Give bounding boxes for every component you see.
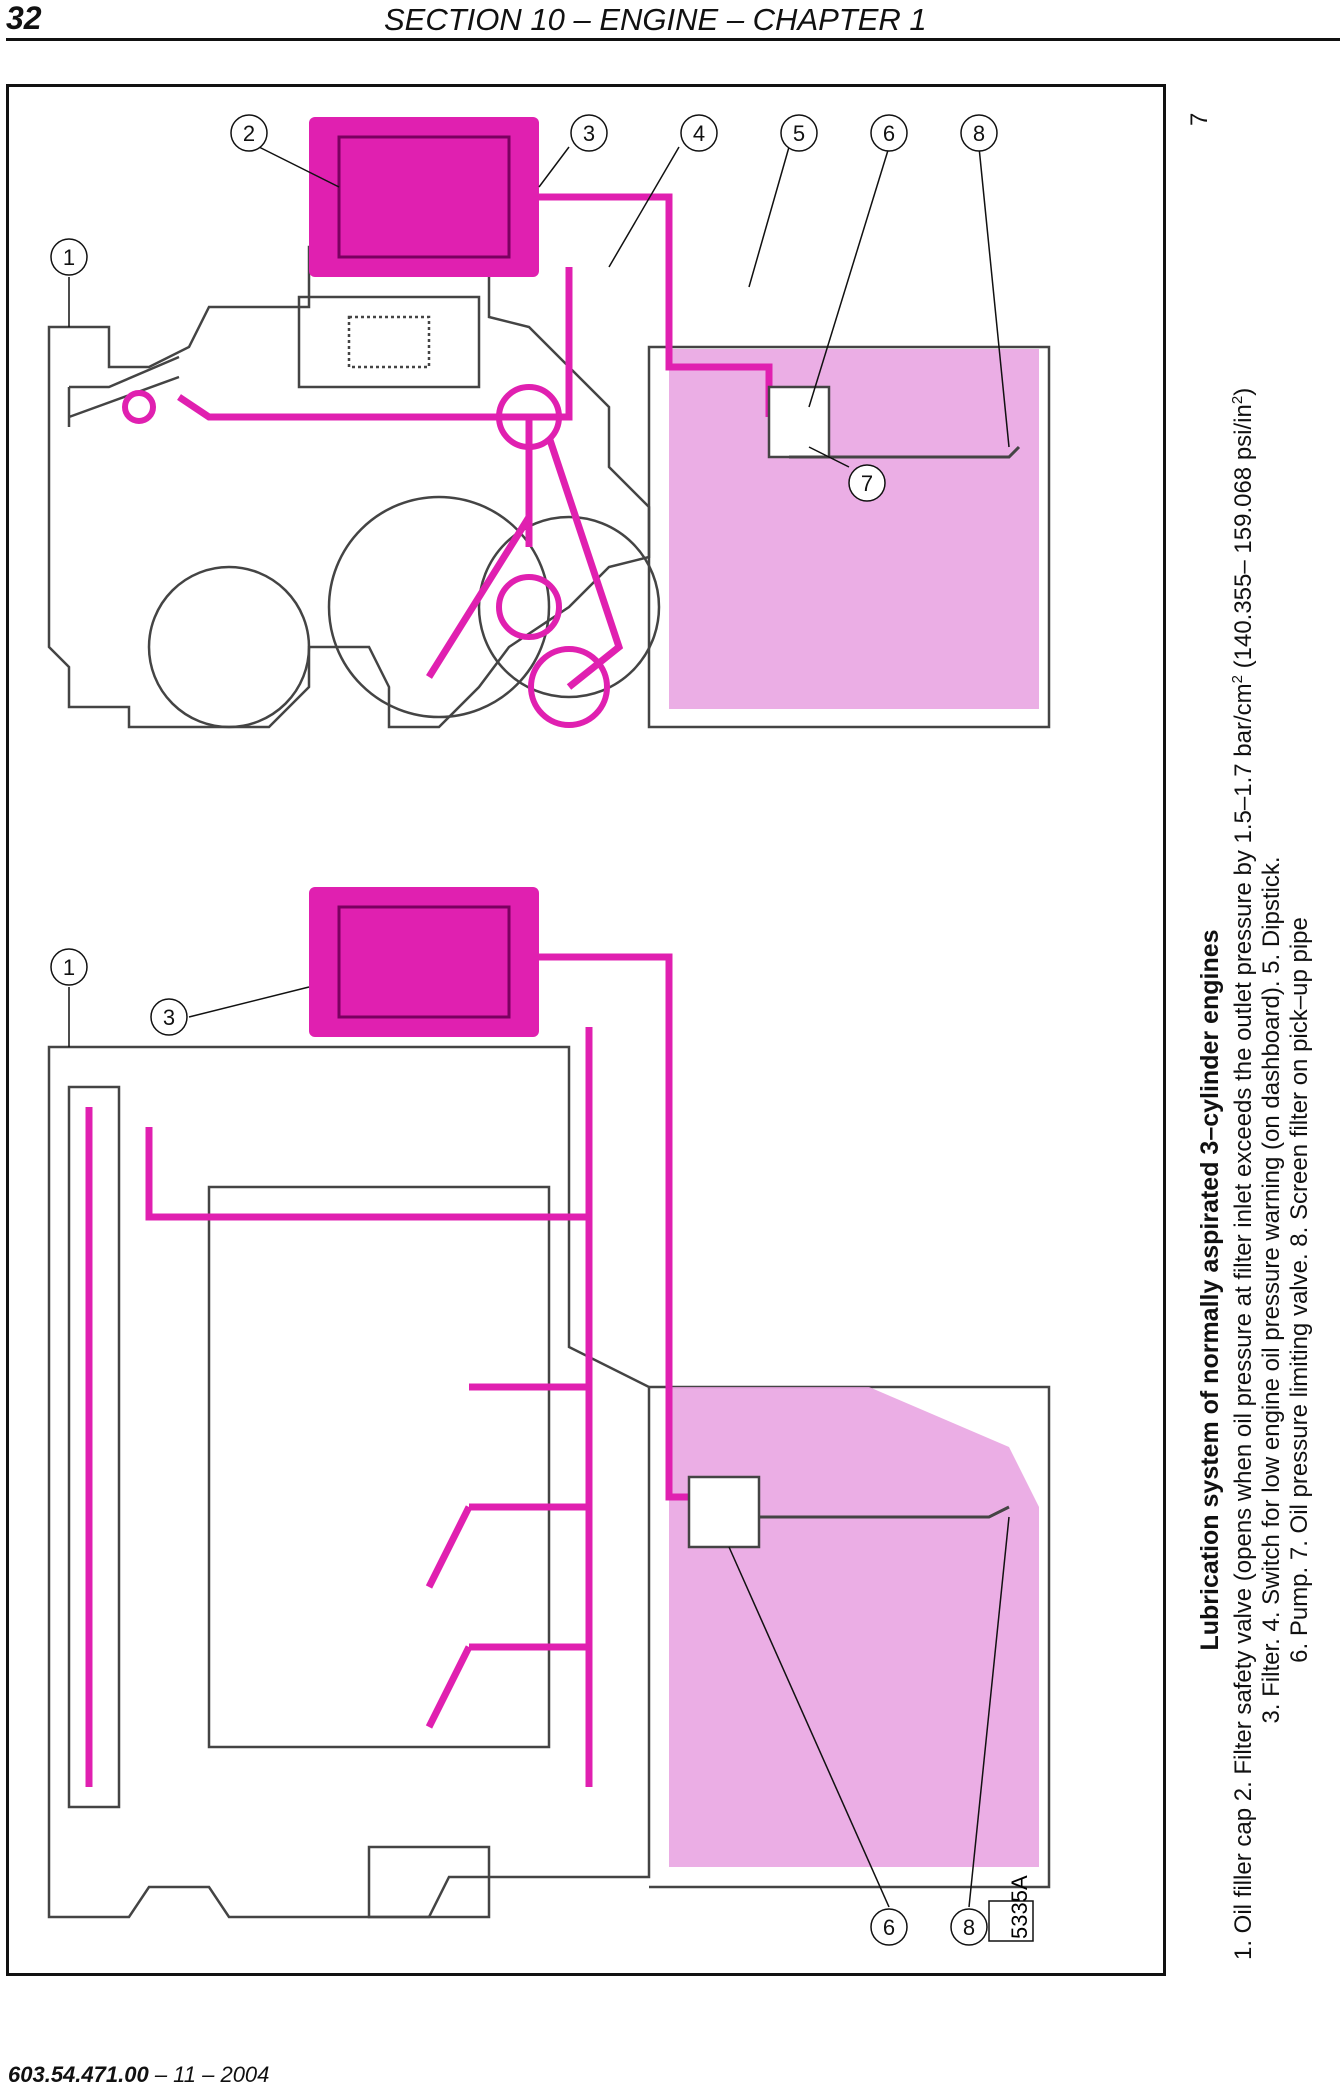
callout-label: 7 xyxy=(861,471,873,496)
oil-pump-upper xyxy=(767,385,831,459)
filter-upper-element xyxy=(337,135,511,259)
caption-superscript: 2 xyxy=(1229,675,1246,684)
caption-line-1-text: ) xyxy=(1230,387,1257,396)
callout-7: 7 xyxy=(808,446,886,502)
rocker-shaft-housing xyxy=(67,1085,121,1809)
callout-3-lower: 3 xyxy=(150,986,310,1036)
sump-oil-upper xyxy=(669,349,1039,709)
image-code-box xyxy=(988,1900,1034,1942)
pickup-upper xyxy=(789,445,1021,459)
pump-core xyxy=(347,315,431,369)
callout-label: 1 xyxy=(63,245,75,270)
callout-label: 6 xyxy=(883,121,895,146)
callout-8-lower: 8 xyxy=(950,1516,1010,1946)
callout-label: 8 xyxy=(963,1915,975,1940)
caption-line-2: 3. Filter. 4. Switch for low engine oil … xyxy=(1258,856,1285,1724)
callout-label: 3 xyxy=(583,121,595,146)
caption-title: Lubrication system of normally aspirated… xyxy=(1196,929,1224,1651)
oil-line-rocker xyxy=(177,394,529,421)
sump-upper-outline xyxy=(647,345,1051,729)
oil-line-mains xyxy=(469,1383,589,1651)
callout-3-upper: 3 xyxy=(538,114,608,188)
caption-line-1-text: 1. Oil filler cap 2. Filter safety valve… xyxy=(1230,683,1257,1960)
callout-1-upper: 1 xyxy=(50,238,88,327)
callout-label: 4 xyxy=(693,121,705,146)
caption-line-1-text: (140.355– 159.068 psi/in xyxy=(1230,404,1257,676)
oil-line-crank-1 xyxy=(545,435,624,690)
callout-label: 3 xyxy=(163,1005,175,1030)
oil-pump-lower xyxy=(687,1475,761,1549)
oil-line-crank-2 xyxy=(426,515,532,679)
engine-front-outline xyxy=(47,245,651,729)
filter-upper xyxy=(309,117,539,277)
callout-label: 1 xyxy=(63,955,75,980)
crank-pulley xyxy=(367,1845,491,1919)
filter-lower xyxy=(309,887,539,1037)
callout-label: 8 xyxy=(973,121,985,146)
callout-6-lower: 6 xyxy=(728,1546,908,1946)
crank-bearing-2 xyxy=(496,574,562,640)
image-code: 5335A xyxy=(1007,1875,1032,1939)
gear-right xyxy=(477,515,661,699)
figure-number: 7 xyxy=(1186,112,1213,126)
cam-bearing xyxy=(496,384,562,450)
oil-line-to-rockers xyxy=(145,1127,589,1221)
pickup-lower xyxy=(759,1505,1010,1519)
crank-bearing-1 xyxy=(528,646,610,728)
cylinder-block xyxy=(207,1185,551,1749)
sump-oil-lower xyxy=(669,1387,1039,1867)
callout-label: 2 xyxy=(243,121,255,146)
callout-4: 4 xyxy=(608,114,718,268)
oil-line-filter-to-pump xyxy=(539,193,773,417)
filter-lower-element xyxy=(337,905,511,1019)
callout-6-upper: 6 xyxy=(808,114,908,408)
page-number: 32 xyxy=(6,0,42,36)
diagram-drawing: 5335A 1 2 3 4 5 6 7 8 1 3 6 8 xyxy=(47,114,1051,1946)
caption-line-3: 6. Pump. 7. Oil pressure limiting valve.… xyxy=(1286,917,1313,1663)
caption-superscript: 2 xyxy=(1229,395,1246,405)
rocker-arm xyxy=(67,355,180,427)
header-rule xyxy=(6,38,1340,41)
caption-line-1: 1. Oil filler cap 2. Filter safety valve… xyxy=(1224,388,1258,1960)
callout-2: 2 xyxy=(230,114,340,188)
document-code: 603.54.471.00 xyxy=(8,2062,149,2087)
rocker-bearing xyxy=(122,390,156,424)
callout-5: 5 xyxy=(748,114,818,288)
injection-pump xyxy=(297,295,481,389)
lubrication-diagram: 5335A 1 2 3 4 5 6 7 8 1 3 6 8 xyxy=(6,84,1166,1976)
callout-label: 5 xyxy=(793,121,805,146)
engine-side-outline xyxy=(47,1045,651,1919)
document-date: – 11 – 2004 xyxy=(148,2062,270,2087)
callout-8-upper: 8 xyxy=(960,114,1010,448)
figure-caption: Lubrication system of normally aspirated… xyxy=(1196,388,1314,1960)
gear-left xyxy=(147,565,311,729)
callout-label: 6 xyxy=(883,1915,895,1940)
callout-1-lower: 1 xyxy=(50,948,88,1047)
gear-large xyxy=(327,495,551,719)
section-title: SECTION 10 – ENGINE – CHAPTER 1 xyxy=(384,2,927,37)
document-footer: 603.54.471.00 – 11 – 2004 xyxy=(8,2062,269,2088)
oil-line-gallery xyxy=(525,267,573,547)
oil-line-crank-drill xyxy=(425,1505,473,1729)
